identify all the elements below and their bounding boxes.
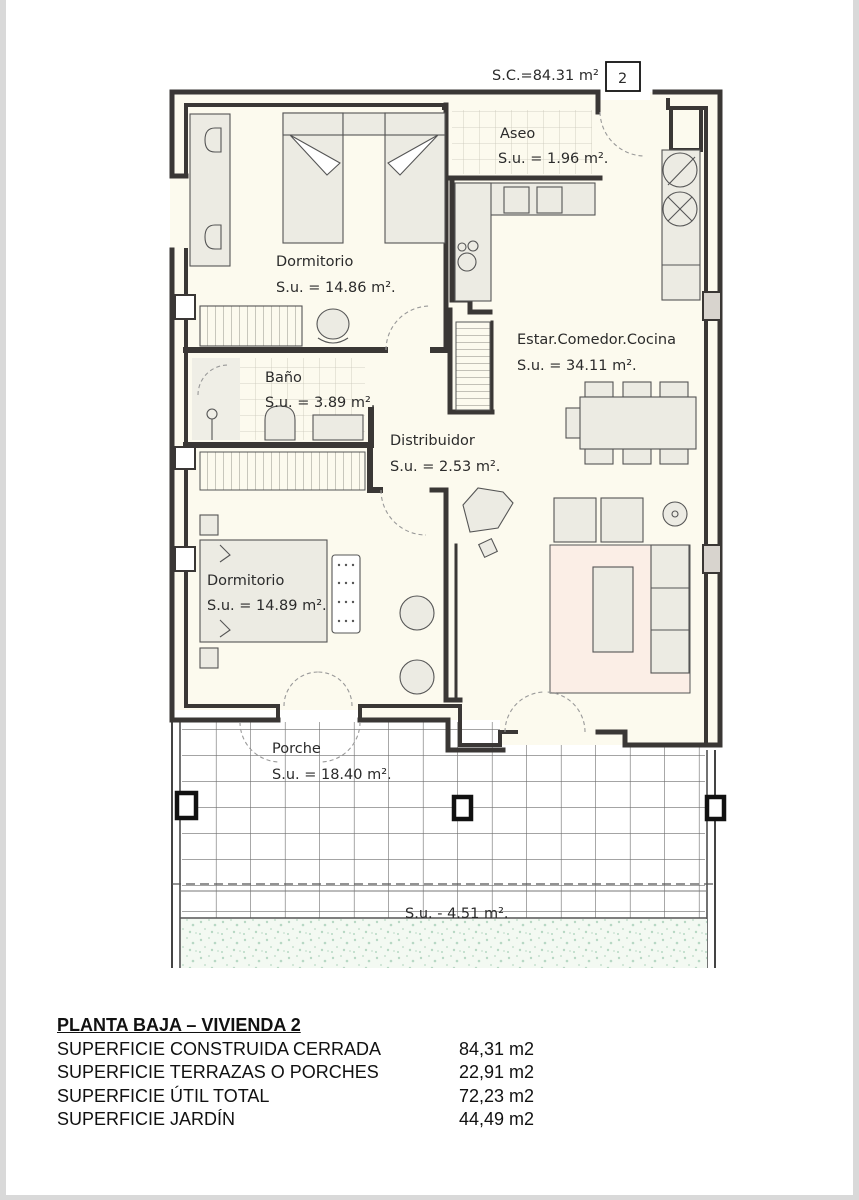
summary-value: 72,23 m2: [459, 1085, 535, 1106]
summary-row: SUPERFICIE JARDÍN 44,49 m2: [57, 1108, 617, 1132]
page-frame-left: [0, 0, 6, 1200]
kitchen-units: [454, 149, 701, 302]
room-label-dormitorio-2: Dormitorio S.u. = 14.89 m².: [207, 573, 327, 614]
room-label-dormitorio-1: Dormitorio S.u. = 14.86 m².: [276, 254, 396, 296]
shower-tray: [192, 358, 240, 440]
room-label-estar-comedor-cocina: Estar.Comedor.Cocina S.u. = 34.11 m².: [517, 332, 676, 374]
summary-value: 84,31 m2: [459, 1038, 535, 1059]
bedroom-1-furniture: [189, 112, 446, 347]
room-area: S.u. = 14.86 m².: [276, 280, 396, 296]
floor-plan: S.C.=84.31 m² 2 Dormitorio S.u. = 14.86 …: [169, 61, 727, 968]
room-label-porche: Porche S.u. = 18.40 m².: [272, 741, 392, 783]
area-badge: S.C.=84.31 m² 2: [492, 61, 641, 92]
bedroom-2-furniture: [199, 514, 435, 695]
aseo-tiles: [452, 110, 592, 174]
dining-table: [565, 381, 697, 465]
room-area: S.u. = 1.96 m².: [498, 151, 608, 167]
summary-row: SUPERFICIE CONSTRUIDA CERRADA 84,31 m2: [57, 1038, 617, 1062]
door-swings: [197, 111, 646, 763]
room-name: Aseo: [500, 126, 535, 142]
page-frame-right: [853, 0, 859, 1200]
room-area: S.u. = 34.11 m².: [517, 358, 637, 374]
surface-summary: PLANTA BAJA – VIVIENDA 2 SUPERFICIE CONS…: [57, 1014, 617, 1132]
bathroom-fixtures: [206, 405, 364, 441]
summary-label: SUPERFICIE JARDÍN: [57, 1109, 236, 1129]
summary-value: 22,91 m2: [459, 1062, 535, 1082]
summary-label: SUPERFICIE TERRAZAS O PORCHES: [57, 1062, 379, 1082]
summary-row: SUPERFICIE ÚTIL TOTAL 72,23 m2: [57, 1085, 617, 1109]
room-name: Baño: [265, 370, 302, 386]
room-label-bano: Baño S.u. = 3.89 m².: [265, 370, 375, 411]
walls: [169, 89, 723, 753]
window-west-2: [174, 446, 196, 470]
room-area: S.u. = 18.40 m².: [272, 767, 392, 783]
window-west-1: [174, 294, 196, 320]
storage-stairs: [199, 451, 366, 491]
built-area-label: S.C.=84.31 m²: [492, 68, 599, 84]
porch-column-center: [451, 794, 474, 822]
room-label-aseo: Aseo S.u. = 1.96 m².: [498, 126, 608, 167]
summary-label: SUPERFICIE ÚTIL TOTAL: [57, 1085, 270, 1106]
room-name: Dormitorio: [207, 573, 284, 589]
summary-label: SUPERFICIE CONSTRUIDA CERRADA: [57, 1038, 382, 1059]
room-label-terrace-strip: S.u. - 4.51 m².: [405, 906, 509, 922]
porch-column-left: [174, 790, 199, 821]
room-label-distribuidor: Distribuidor S.u. = 2.53 m².: [390, 433, 500, 475]
unit-number: 2: [618, 71, 627, 87]
garden-gravel: [181, 919, 707, 968]
window-east-lower: [702, 544, 722, 574]
summary-title: PLANTA BAJA – VIVIENDA 2: [57, 1015, 301, 1035]
living-furniture: [462, 487, 690, 674]
page-frame-bottom: [0, 1195, 859, 1200]
window-west-3: [174, 546, 196, 572]
room-name: Estar.Comedor.Cocina: [517, 332, 676, 348]
summary-value: 44,49 m2: [459, 1109, 535, 1129]
room-area: S.u. = 14.89 m².: [207, 598, 327, 614]
summary-row: SUPERFICIE TERRAZAS O PORCHES 22,91 m2: [57, 1061, 617, 1085]
main-stairs: [455, 321, 491, 411]
room-area: S.u. = 3.89 m².: [265, 395, 375, 411]
room-name: Dormitorio: [276, 254, 353, 270]
room-area: S.u. = 2.53 m².: [390, 459, 500, 475]
room-area: S.u. - 4.51 m².: [405, 906, 509, 922]
porch-column-right: [704, 794, 727, 822]
room-name: Porche: [272, 741, 321, 757]
window-east-upper: [702, 291, 722, 321]
room-name: Distribuidor: [390, 433, 475, 449]
